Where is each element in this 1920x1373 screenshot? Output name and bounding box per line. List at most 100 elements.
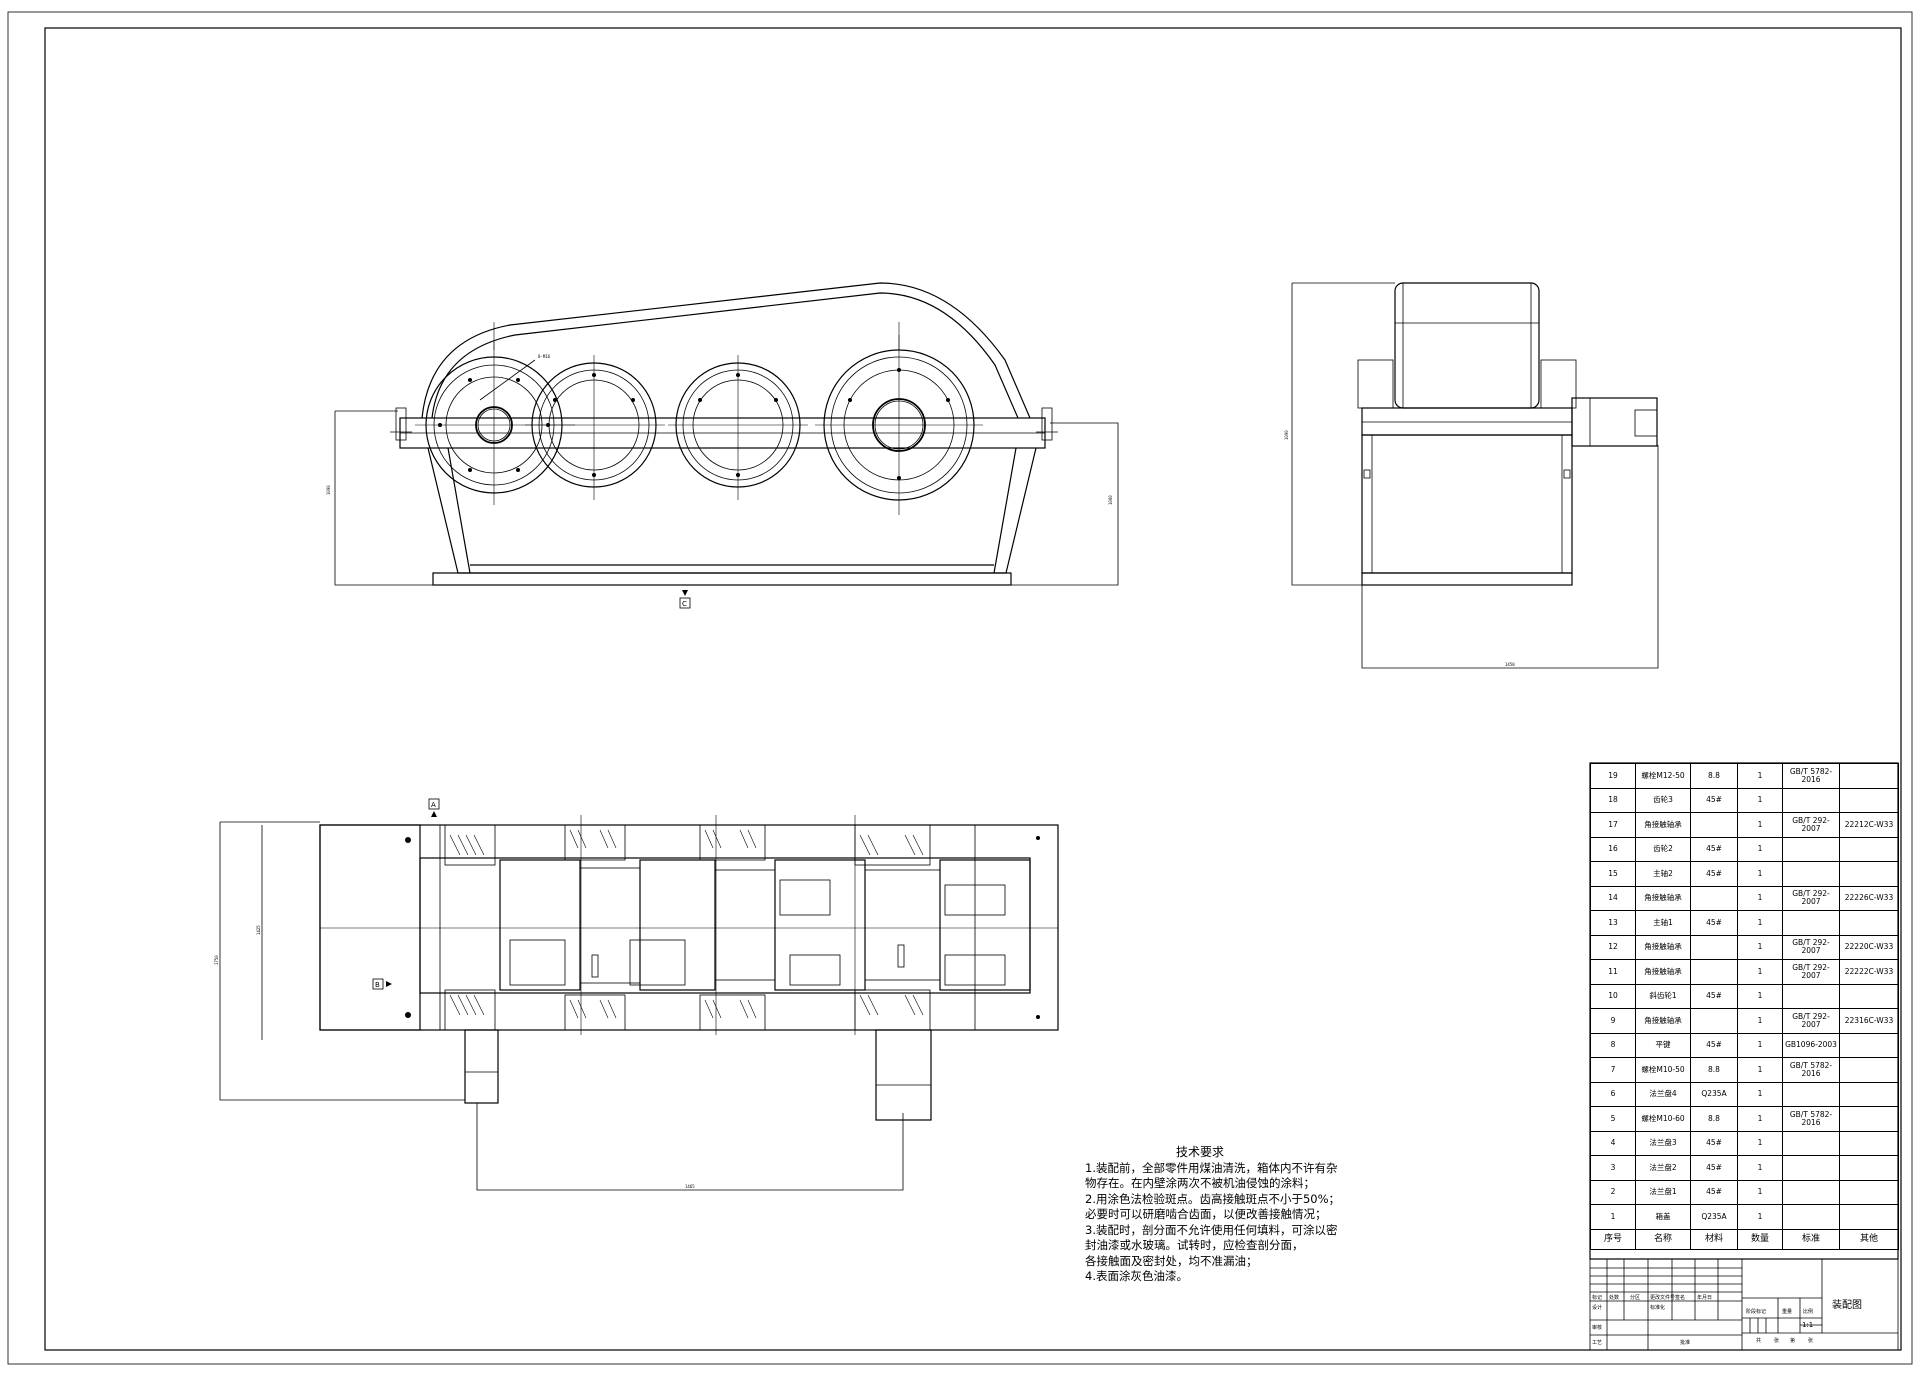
technical-requirements: 技术要求 1.装配前，全部零件用煤油清洗，箱体内不许有杂 物存在。在内壁涂两次不… — [1085, 1145, 1375, 1285]
svg-text:1000: 1000 — [1108, 495, 1113, 505]
bom-cell-name: 法兰盘3 — [1635, 1130, 1691, 1156]
bom-cell-qty: 1 — [1737, 1057, 1783, 1083]
bom-cell-qty: 1 — [1737, 1130, 1783, 1156]
svg-text:1425: 1425 — [256, 925, 261, 935]
bom-cell-standard: GB/T 292-2007 — [1782, 885, 1840, 911]
bom-cell-name: 平键 — [1635, 1032, 1691, 1058]
bom-cell-other: 22316C-W33 — [1839, 1008, 1899, 1034]
side-view: 1090 1450 — [1284, 282, 1659, 669]
bom-cell-qty: 1 — [1737, 812, 1783, 838]
bom-cell-name: 螺栓M12-50 — [1635, 763, 1691, 789]
bom-cell-qty: 1 — [1737, 959, 1783, 985]
bom-cell-other — [1839, 787, 1899, 813]
tech-line-8: 4.表面涂灰色油漆。 — [1085, 1269, 1188, 1283]
top-view: 1750 1425 1465 A B — [214, 798, 1059, 1191]
bom-cell-qty: 1 — [1737, 861, 1783, 887]
bom-cell-no: 17 — [1590, 812, 1636, 838]
bom-header-name: 名称 — [1635, 1228, 1691, 1250]
front-view: 1090 1000 8-M16 C — [326, 282, 1119, 609]
tech-line-3: 2.用涂色法检验斑点。齿高接触斑点不小于50%； — [1085, 1191, 1341, 1206]
bom-cell-name: 主轴2 — [1635, 861, 1691, 887]
tb-approve: 批准 — [1680, 1340, 1691, 1346]
tech-line-7: 各接触面及密封处，均不准漏油； — [1085, 1253, 1258, 1268]
bom-cell-name: 箱盖 — [1635, 1204, 1691, 1230]
boss-4 — [815, 335, 983, 515]
bom-cell-name: 角接触轴承 — [1635, 812, 1691, 838]
tb-mark: 标记 — [1592, 1295, 1603, 1301]
bom-cell-standard: GB/T 292-2007 — [1782, 812, 1840, 838]
tb-zone: 分区 — [1630, 1295, 1641, 1301]
tb-review: 审核 — [1592, 1325, 1603, 1331]
section-c-label: C — [682, 600, 687, 608]
bom-cell-standard: GB/T 5782-2016 — [1782, 763, 1840, 789]
bom-cell-no: 2 — [1590, 1179, 1636, 1205]
bom-cell-name: 主轴1 — [1635, 910, 1691, 936]
bom-cell-name: 法兰盘1 — [1635, 1179, 1691, 1205]
inner-frame — [44, 27, 1902, 1351]
tb-sheet-unit: 张 — [1774, 1338, 1780, 1344]
bom-cell-material: 45# — [1690, 910, 1738, 936]
tb-page-unit: 张 — [1808, 1338, 1814, 1344]
tb-design: 设计 — [1592, 1305, 1603, 1311]
bom-cell-standard — [1782, 836, 1840, 862]
tech-title: 技术要求 — [1175, 1145, 1224, 1159]
bom-cell-other — [1839, 1106, 1899, 1132]
bom-cell-material — [1690, 885, 1738, 911]
bom-cell-name: 角接触轴承 — [1635, 959, 1691, 985]
svg-text:1090: 1090 — [1284, 430, 1289, 440]
bom-cell-material: 45# — [1690, 787, 1738, 813]
bom-cell-other — [1839, 910, 1899, 936]
bom-cell-material: 45# — [1690, 861, 1738, 887]
bom-cell-no: 16 — [1590, 836, 1636, 862]
tech-line-1: 1.装配前，全部零件用煤油清洗，箱体内不许有杂 — [1085, 1160, 1338, 1175]
tech-line-4: 必要时可以研磨啮合齿面，以便改善接触情况； — [1085, 1207, 1327, 1221]
bom-cell-other — [1839, 836, 1899, 862]
tb-weight: 重量 — [1782, 1309, 1793, 1315]
bom-cell-other: 22222C-W33 — [1839, 959, 1899, 985]
bom-cell-no: 18 — [1590, 787, 1636, 813]
boss-3 — [668, 355, 808, 500]
tb-total: 共 — [1756, 1338, 1762, 1344]
bom-cell-material: 45# — [1690, 1130, 1738, 1156]
bom-header-other: 其他 — [1839, 1228, 1899, 1250]
bom-cell-standard — [1782, 910, 1840, 936]
bom-cell-name: 螺栓M10-50 — [1635, 1057, 1691, 1083]
bom-cell-name: 法兰盘4 — [1635, 1081, 1691, 1107]
bom-cell-material: 45# — [1690, 1179, 1738, 1205]
bom-cell-standard: GB/T 292-2007 — [1782, 934, 1840, 960]
bom-cell-qty: 1 — [1737, 836, 1783, 862]
tb-date: 年月日 — [1697, 1295, 1713, 1301]
tech-line-6: 封油漆或水玻璃。试转时，应检查剖分面， — [1085, 1238, 1304, 1252]
bom-cell-name: 角接触轴承 — [1635, 885, 1691, 911]
svg-text:8-M16: 8-M16 — [538, 354, 551, 359]
bom-cell-material: 8.8 — [1690, 763, 1738, 789]
bom-cell-standard — [1782, 1130, 1840, 1156]
drawing-scale: 1:1 — [1802, 1321, 1814, 1329]
bom-cell-other — [1839, 1179, 1899, 1205]
bom-cell-qty: 1 — [1737, 1106, 1783, 1132]
section-a-label: A — [431, 801, 436, 809]
bom-header-standard: 标准 — [1782, 1228, 1840, 1250]
bom-cell-other — [1839, 1204, 1899, 1230]
tb-sign: 签名 — [1675, 1295, 1686, 1301]
bom-cell-no: 6 — [1590, 1081, 1636, 1107]
svg-text:1090: 1090 — [326, 485, 331, 495]
svg-text:1450: 1450 — [1505, 662, 1515, 667]
bom-cell-name: 齿轮2 — [1635, 836, 1691, 862]
